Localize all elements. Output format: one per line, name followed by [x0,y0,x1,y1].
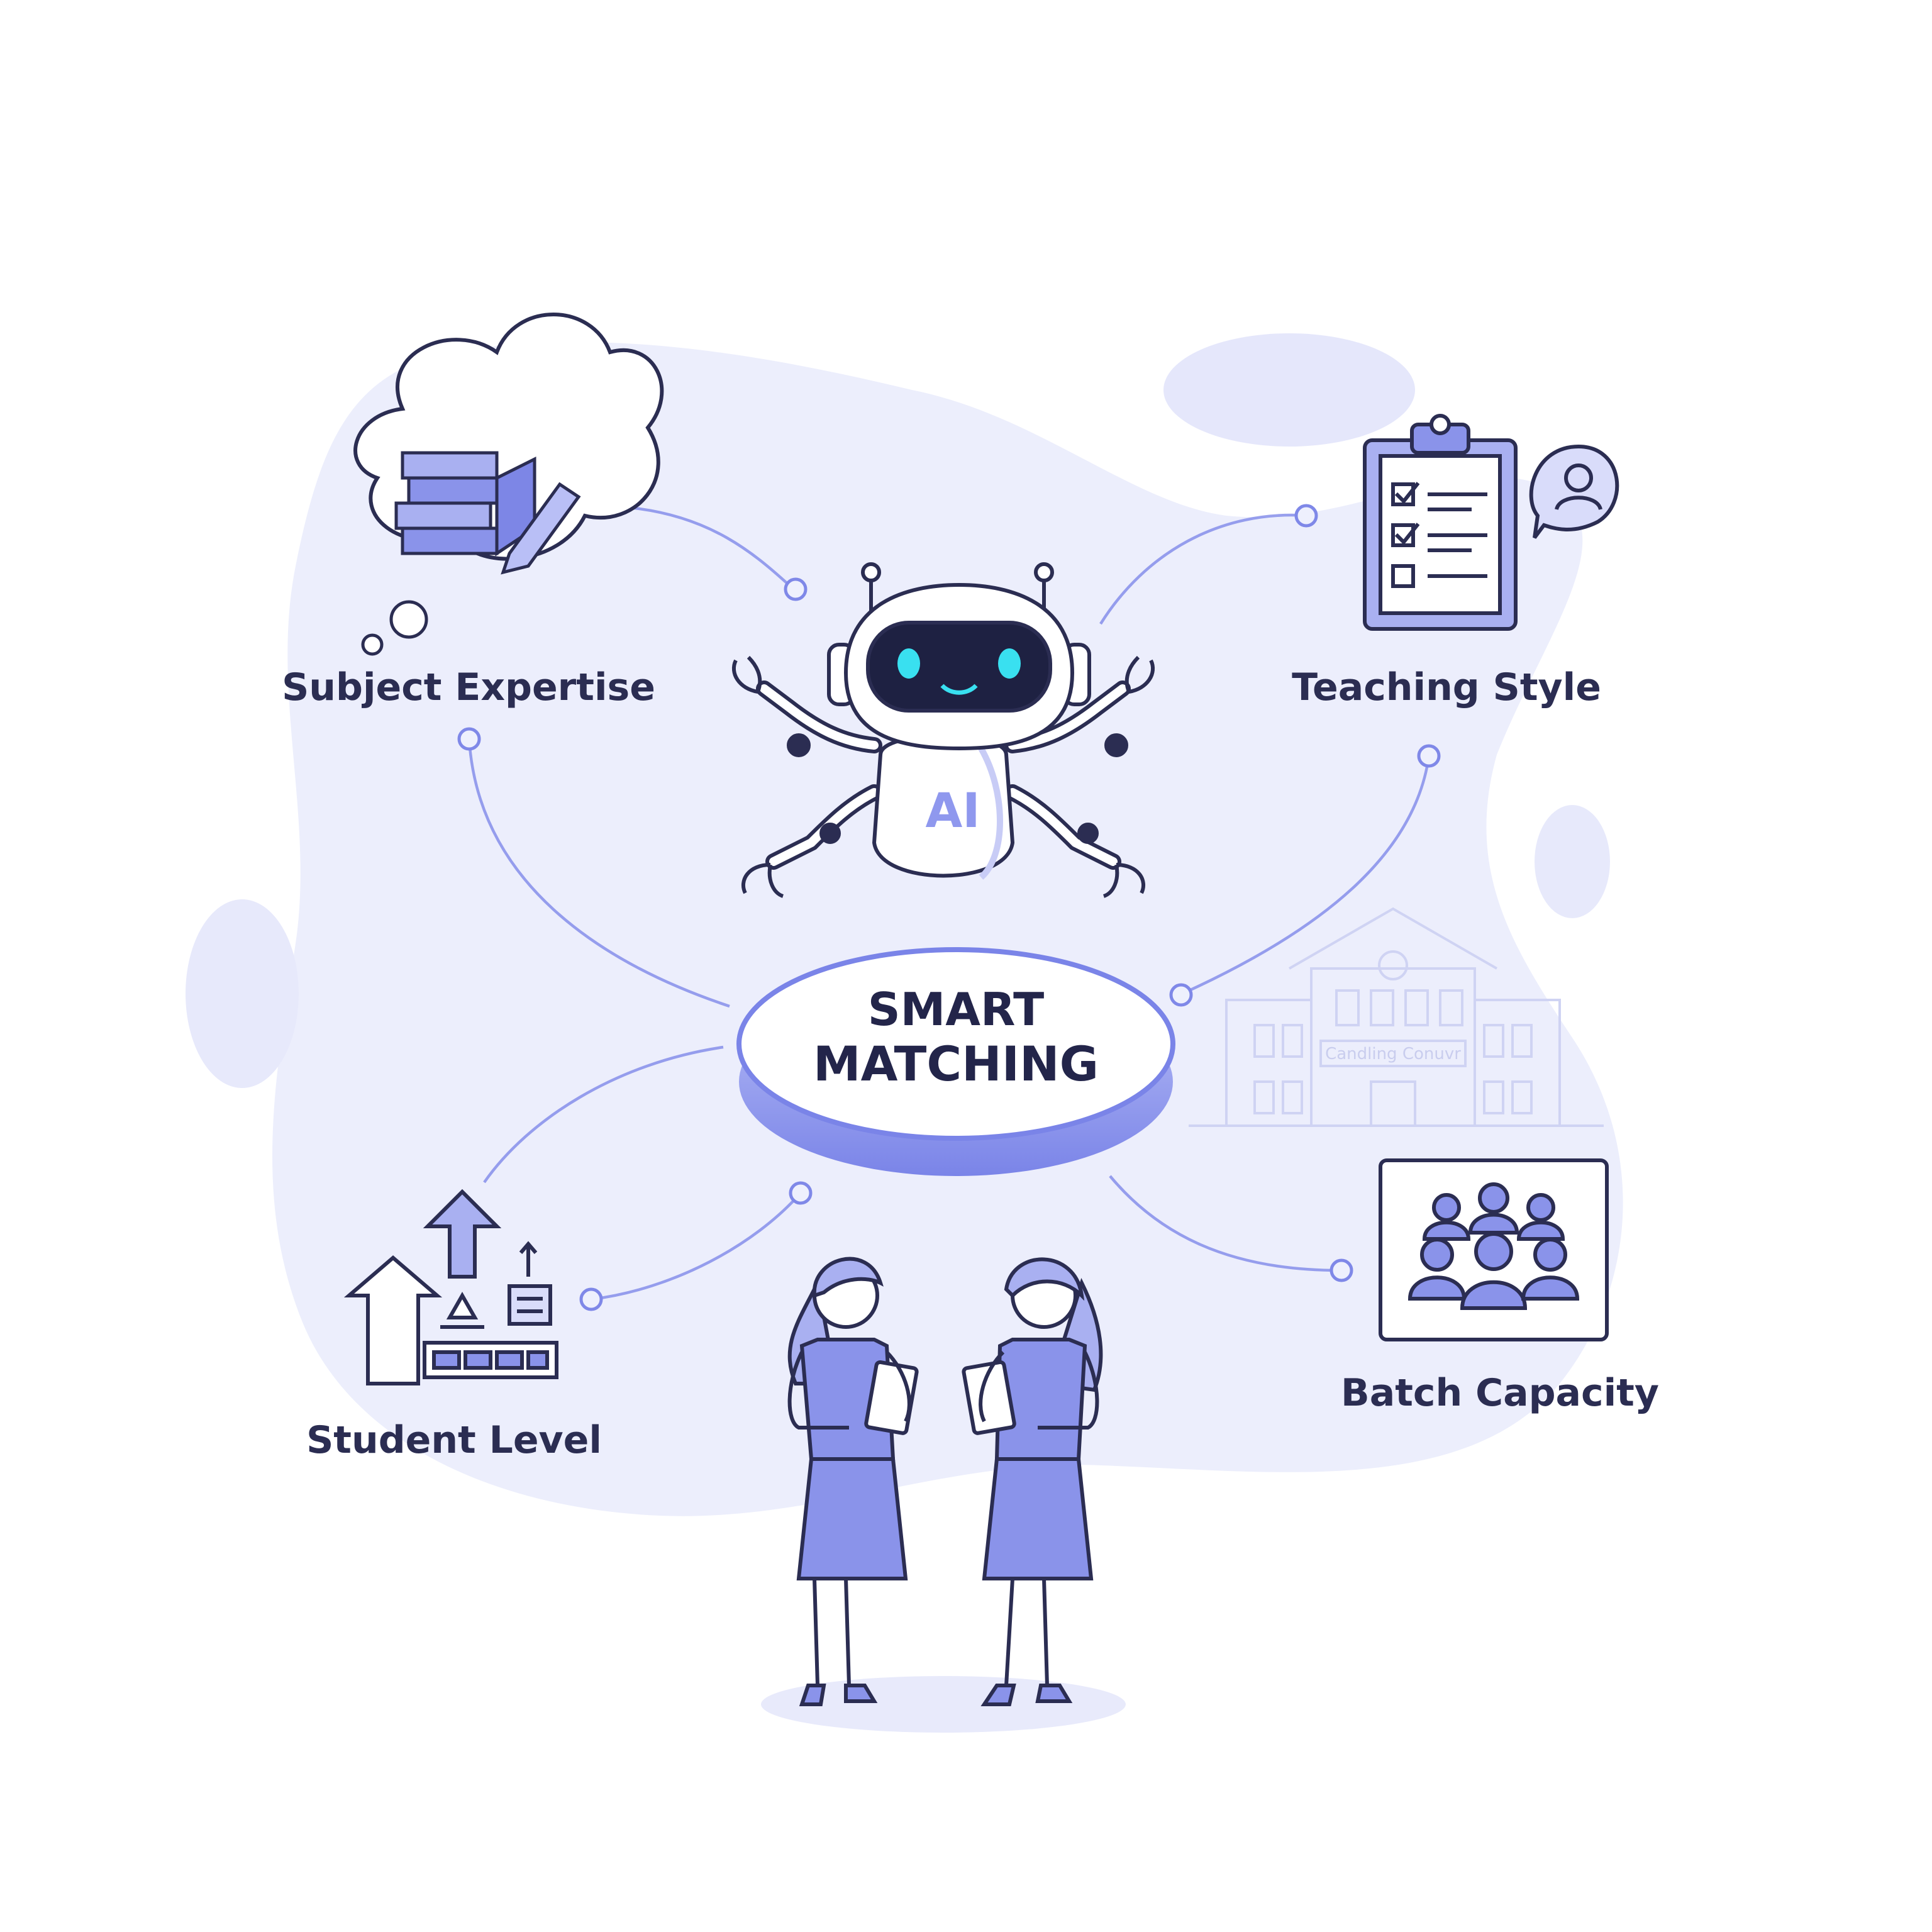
connector-teaching [1099,513,1309,625]
node [1294,504,1318,528]
hub-title-line2: MATCHING [813,1036,1099,1092]
robot-eye [897,648,920,679]
building-sign-text: Candling Conuvr [1325,1045,1461,1063]
connectors [467,506,1431,1301]
robot-eye [998,648,1021,679]
background-blobs [186,333,1623,1516]
node [1330,1258,1353,1282]
node [1417,744,1441,768]
blob-top-right [1163,333,1415,447]
connector-batch [1109,1175,1340,1272]
robot-smile [940,684,978,695]
level-up-arrows-icon [343,1189,558,1385]
node [457,727,481,751]
group-people-icon [1379,1158,1609,1341]
node [1169,983,1193,1007]
ai-robot-illustration: AI [731,562,1155,898]
hub-title-line1: SMART [868,983,1045,1036]
label-teaching-style: Teaching Style [1292,665,1601,709]
node [789,1181,813,1205]
blob-right [1535,805,1610,918]
connector-subject-hub [467,738,730,1008]
robot-arms [731,655,1155,898]
school-building-illustration [1189,907,1604,1127]
two-students-illustration [761,1257,1126,1733]
blob-left [186,899,299,1088]
label-subject-expertise: Subject Expertise [282,665,655,709]
smart-matching-hub [736,947,1175,1176]
label-student-level: Student Level [306,1418,602,1462]
books-pencil-thought-icon [353,313,664,656]
student-right [962,1257,1103,1706]
connector-teaching-hub [1182,755,1431,996]
main-blob [272,341,1623,1516]
robot-face [866,621,1052,713]
connector-student-side [591,1192,802,1301]
clipboard-checklist-icon [1363,414,1619,631]
node [579,1287,603,1311]
connector-subject [628,506,795,591]
connector-nodes [457,504,1441,1311]
student-left [787,1257,919,1706]
node [784,577,808,601]
connector-student-top [483,1045,724,1184]
robot-badge: AI [925,782,980,838]
label-batch-capacity: Batch Capacity [1341,1371,1659,1415]
